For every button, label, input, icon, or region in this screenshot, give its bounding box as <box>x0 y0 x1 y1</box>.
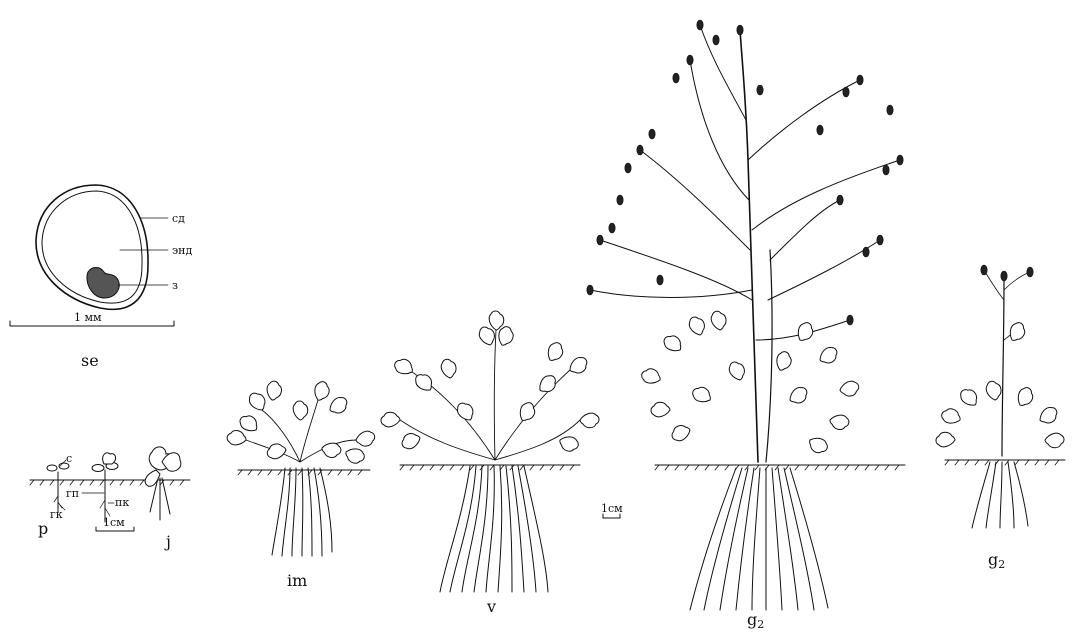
immature-plant-figure: im <box>226 380 376 590</box>
label-embryo: з <box>172 279 178 292</box>
seed-figure: сд энд з 1 мм se <box>10 185 192 370</box>
label-adventitious-root: пк <box>115 496 129 509</box>
label-cotyledon: с <box>66 452 72 465</box>
generative-plant-small-figure: g2 <box>936 265 1065 571</box>
generative-plant-main-figure: g2 <box>587 20 905 630</box>
label-main-root: гк <box>50 508 63 521</box>
stage-label-g2-small: g2 <box>988 550 1005 571</box>
stage-label-v: v <box>486 597 496 616</box>
label-hypocotyl: гп <box>66 487 79 500</box>
stage-label-im: im <box>287 571 307 590</box>
stage-label-j: j <box>164 532 171 551</box>
stage-label-p: p <box>38 519 48 538</box>
label-endosperm: энд <box>172 244 192 257</box>
seed-scale-label: 1 мм <box>74 311 102 324</box>
middle-scale-bar: 1см <box>601 502 623 518</box>
seedling-scale-label: 1см <box>103 516 125 529</box>
virginile-plant-figure: v <box>381 311 599 616</box>
label-seed-coat: сд <box>172 212 185 225</box>
embryo-shape <box>87 268 119 299</box>
seedlings-figure: с гп гк пк 1см p j <box>30 447 190 551</box>
stage-label-se: se <box>81 351 99 370</box>
middle-scale-label: 1см <box>601 502 623 515</box>
stage-label-g2-main: g2 <box>747 610 764 630</box>
